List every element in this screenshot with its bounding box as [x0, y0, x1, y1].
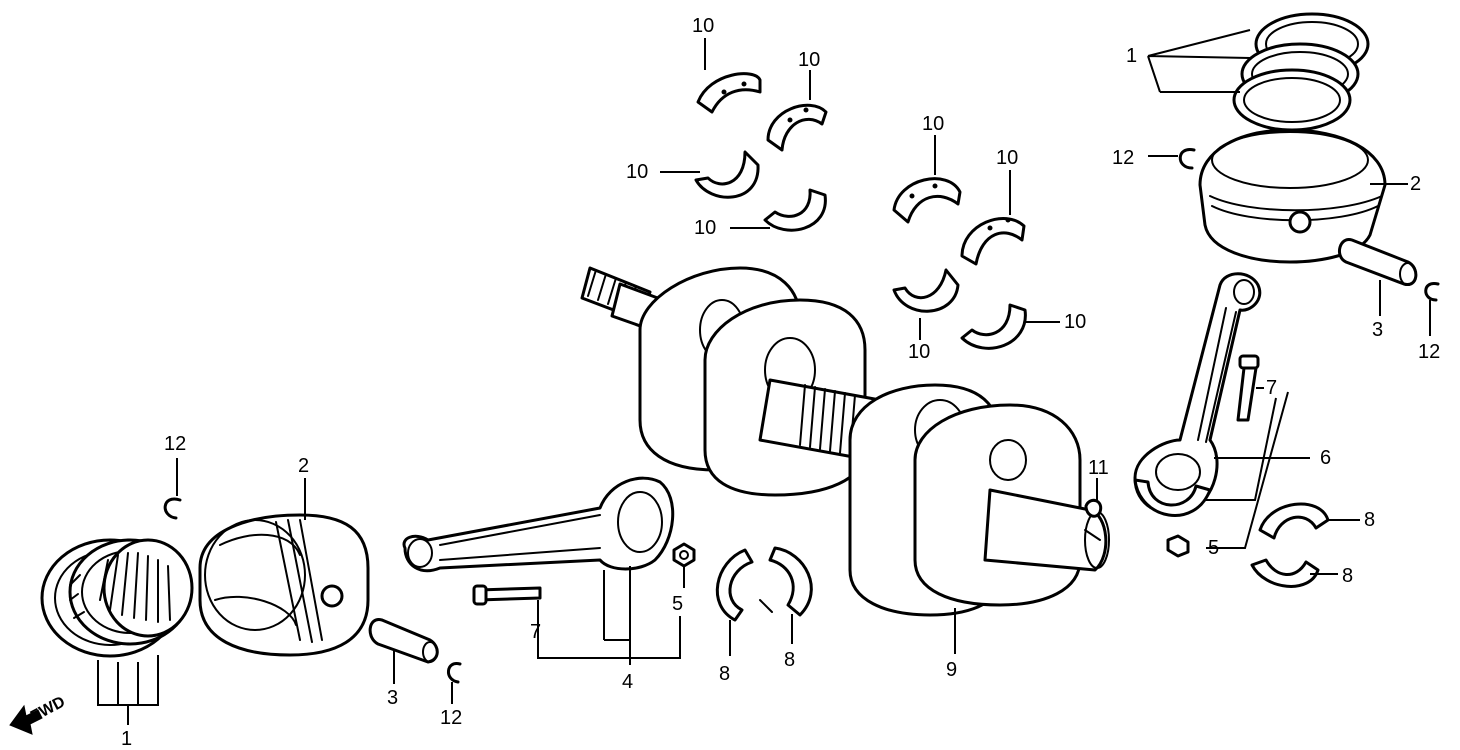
- rod-bearing-right-a: [1258, 502, 1330, 540]
- label-conrod-right-cap: 6: [1320, 447, 1331, 469]
- label-piston-left: 2: [298, 455, 309, 477]
- nut-left: [672, 542, 696, 568]
- piston-pin-right: [1337, 238, 1418, 286]
- label-bolt-left: 7: [530, 621, 541, 643]
- leader-lines: [97, 29, 1431, 725]
- label-main-bearing-6: 10: [996, 147, 1018, 169]
- main-bearing-1: [696, 72, 762, 114]
- conrod-right: [1133, 272, 1262, 517]
- clip-right-top: [1178, 148, 1196, 170]
- piston-pin-left: [368, 618, 439, 664]
- label-main-bearing-5: 10: [922, 113, 944, 135]
- rod-bearing-left-a: [715, 548, 754, 622]
- label-clip-right-top: 12: [1112, 147, 1134, 169]
- label-piston-rings-right: 1: [1126, 45, 1137, 67]
- label-clip-left-bottom: 12: [440, 707, 462, 729]
- label-rod-bearing-right-b: 8: [1342, 565, 1353, 587]
- label-nut-left: 5: [672, 593, 683, 615]
- clip-left-top: [163, 497, 182, 520]
- label-clip-left-top: 12: [164, 433, 186, 455]
- crankshaft: [580, 266, 1110, 617]
- label-main-bearing-8: 10: [1064, 311, 1086, 333]
- forward-arrow: [9, 704, 43, 735]
- label-rod-bearing-right-a: 8: [1364, 509, 1375, 531]
- label-piston-rings-left: 1: [121, 728, 132, 750]
- label-forward: FWD: [28, 693, 68, 725]
- piston-left: [198, 513, 370, 657]
- main-bearing-4: [763, 188, 827, 232]
- bolt-right: [1236, 354, 1260, 422]
- main-bearing-3: [694, 150, 760, 199]
- label-main-bearing-7: 10: [908, 341, 930, 363]
- rod-bearing-left-b: [759, 546, 813, 617]
- label-conrod-left: 4: [622, 671, 633, 693]
- main-bearing-5: [892, 177, 962, 224]
- label-piston-pin-left: 3: [387, 687, 398, 709]
- main-bearing-8: [960, 303, 1027, 350]
- label-main-bearing-3: 10: [626, 161, 648, 183]
- label-main-bearing-1: 10: [692, 15, 714, 37]
- label-nut-right: 5: [1208, 537, 1219, 559]
- label-rod-bearing-left-a: 8: [719, 663, 730, 685]
- label-rod-bearing-left-b: 8: [784, 649, 795, 671]
- label-piston-pin-right: 3: [1372, 319, 1383, 341]
- label-main-bearing-4: 10: [694, 217, 716, 239]
- piston-rings-right: [1232, 12, 1370, 132]
- main-bearing-6: [960, 216, 1026, 266]
- label-piston-right: 2: [1410, 173, 1421, 195]
- callout-labels: 1 2 3 12 12 7 4 5 8 8 9 11 10 10 10 10 1…: [28, 15, 1440, 750]
- clip-left-bottom: [447, 662, 462, 684]
- label-woodruff-key: 11: [1088, 457, 1109, 479]
- label-clip-right-bottom: 12: [1418, 341, 1440, 363]
- bolt-left: [472, 584, 542, 606]
- nut-right: [1166, 534, 1190, 558]
- piston-rings-left: [40, 538, 194, 658]
- main-bearing-2: [766, 103, 828, 152]
- clip-right-bottom: [1424, 282, 1440, 302]
- rod-bearing-right-b: [1250, 558, 1320, 588]
- main-bearing-7: [892, 268, 960, 313]
- label-main-bearing-2: 10: [798, 49, 820, 71]
- woodruff-key: [1084, 498, 1103, 518]
- label-bolt-right: 7: [1266, 377, 1277, 399]
- label-crankshaft: 9: [946, 659, 957, 681]
- conrod-left: [402, 476, 675, 573]
